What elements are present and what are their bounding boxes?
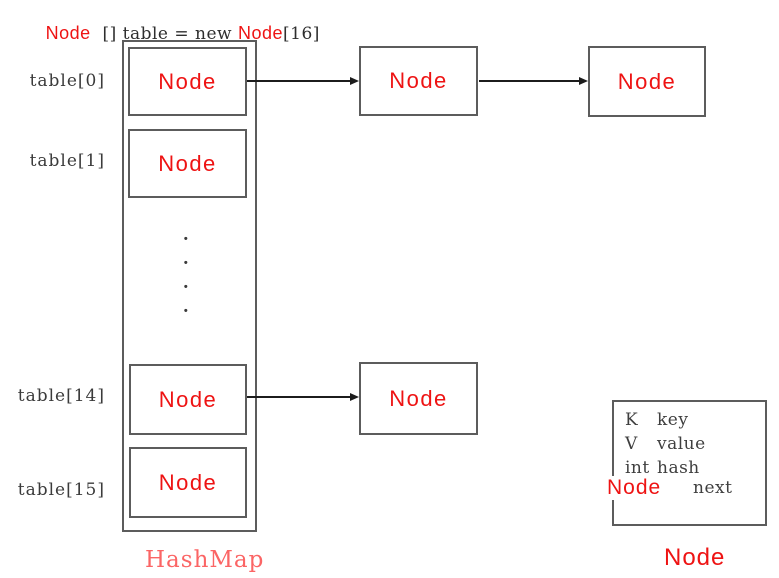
code-node-type-1: Node	[45, 23, 91, 43]
ellipsis-dot-1: ·	[182, 225, 190, 253]
code-array-size: [16]	[283, 24, 320, 44]
slot-node-table-0-label: Node	[158, 68, 217, 94]
code-middle-text: [] table = new	[90, 24, 238, 44]
chain-node-bucket0-2-label: Node	[617, 68, 677, 94]
chain-node-bucket0-2: Node	[588, 46, 706, 117]
arrow-head-icon	[579, 77, 588, 85]
chain-node-bucket0-1: Node	[359, 46, 478, 116]
slot-node-table-14: Node	[129, 364, 247, 435]
table-array-container	[122, 40, 257, 532]
slot-node-table-1: Node	[128, 129, 247, 198]
ellipsis-dot-4: ·	[182, 297, 190, 325]
struct-field-value-type: V	[625, 434, 638, 454]
struct-field-key-type: K	[625, 410, 639, 430]
struct-field-next-name: next	[693, 478, 733, 498]
code-declaration: Node [] table = new Node[16]	[22, 3, 320, 64]
bucket-label-table-14: table[14]	[17, 386, 105, 406]
slot-node-table-15-label: Node	[158, 469, 218, 495]
hashmap-caption: HashMap	[145, 547, 265, 573]
arrow-head-icon	[350, 77, 359, 85]
arrow-line	[247, 396, 350, 398]
struct-field-next-type: Node	[605, 476, 664, 500]
code-node-type-2: Node	[238, 23, 284, 43]
arrow-line	[479, 80, 579, 82]
chain-node-bucket14-1-label: Node	[389, 385, 448, 411]
bucket-label-table-15: table[15]	[17, 480, 105, 500]
node-class-caption: Node	[664, 544, 726, 571]
arrow-head-icon	[350, 393, 359, 401]
struct-field-hash-type: int	[625, 458, 650, 478]
arrow-line	[247, 80, 350, 82]
ellipsis-dot-2: ·	[182, 249, 190, 277]
struct-field-value-name: value	[657, 434, 706, 454]
ellipsis-dot-3: ·	[182, 273, 190, 301]
slot-node-table-15: Node	[129, 447, 247, 518]
chain-node-bucket0-1-label: Node	[389, 68, 448, 93]
slot-node-table-1-label: Node	[158, 150, 217, 176]
slot-node-table-0: Node	[128, 47, 247, 116]
bucket-label-table-1: table[1]	[29, 151, 105, 171]
chain-node-bucket14-1: Node	[359, 362, 478, 435]
bucket-label-table-0: table[0]	[29, 71, 105, 91]
struct-field-hash-name: hash	[657, 458, 700, 478]
struct-field-key-name: key	[657, 410, 689, 430]
slot-node-table-14-label: Node	[158, 386, 218, 412]
